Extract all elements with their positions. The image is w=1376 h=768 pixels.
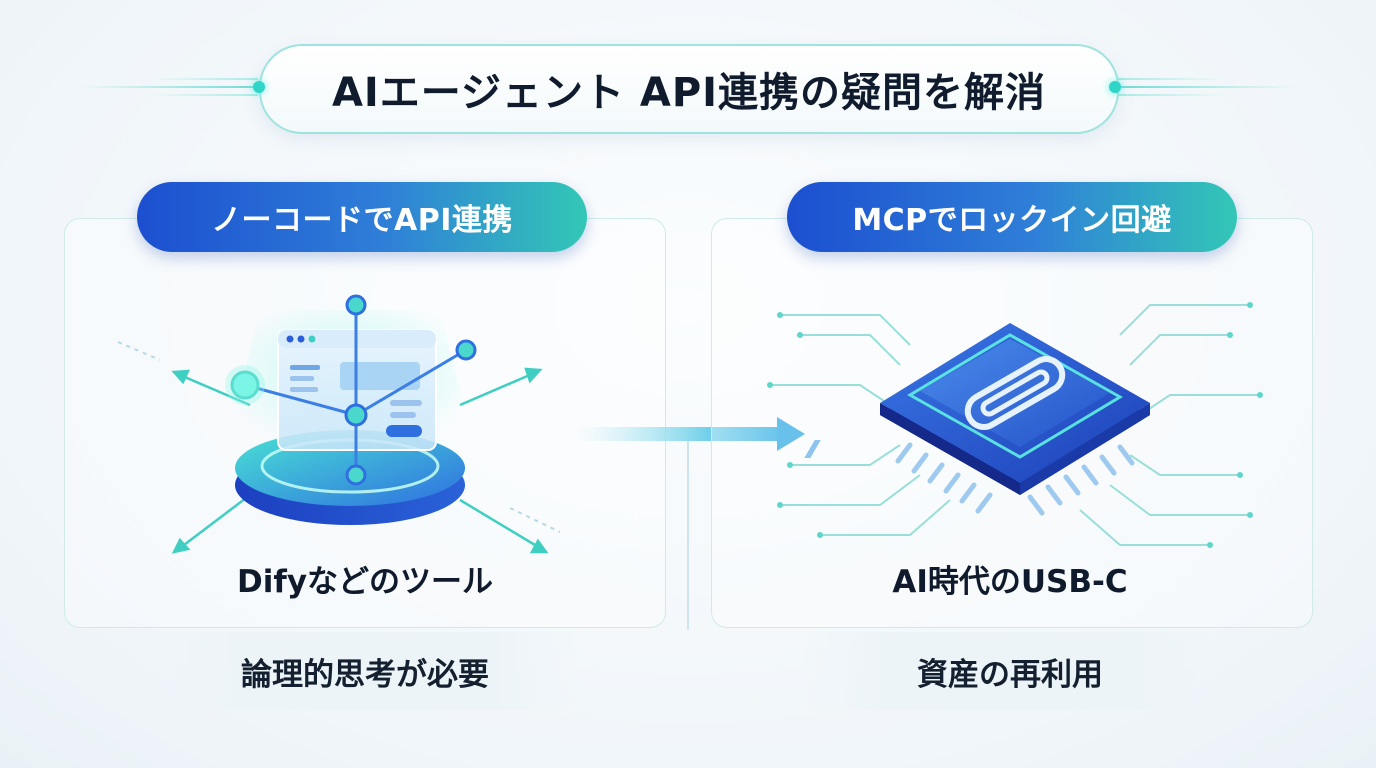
right-caption: AI時代のUSB-C xyxy=(892,564,1128,600)
title-line-right xyxy=(1118,86,1296,88)
left-heading: ノーコードでAPI連携 xyxy=(137,182,587,252)
title-line-left-2 xyxy=(150,78,258,80)
title-line-right-2 xyxy=(1118,78,1226,80)
nocode-platform-icon xyxy=(117,294,561,554)
right-sub-band: 資産の再利用 xyxy=(800,632,1220,710)
title-line-left xyxy=(80,86,258,88)
page-title: AIエージェント API連携の疑問を解消 xyxy=(331,70,1047,116)
title-banner: AIエージェント API連携の疑問を解消 xyxy=(259,44,1119,134)
left-sub-text: 論理的思考が必要 xyxy=(241,656,489,693)
left-heading-text: ノーコードでAPI連携 xyxy=(211,203,513,238)
right-heading: MCPでロックイン回避 xyxy=(787,182,1237,252)
left-sub-band: 論理的思考が必要 xyxy=(150,632,580,710)
right-heading-text: MCPでロックイン回避 xyxy=(852,203,1172,238)
right-sub-text: 資産の再利用 xyxy=(917,656,1103,693)
title-line-left-3 xyxy=(150,94,258,96)
left-caption: Difyなどのツール xyxy=(236,564,494,600)
title-dot-right xyxy=(1109,81,1121,93)
title-line-right-3 xyxy=(1118,94,1226,96)
title-dot-left xyxy=(253,81,265,93)
chip-paperclip-icon xyxy=(767,302,1263,548)
arrow-right-icon xyxy=(575,417,805,630)
